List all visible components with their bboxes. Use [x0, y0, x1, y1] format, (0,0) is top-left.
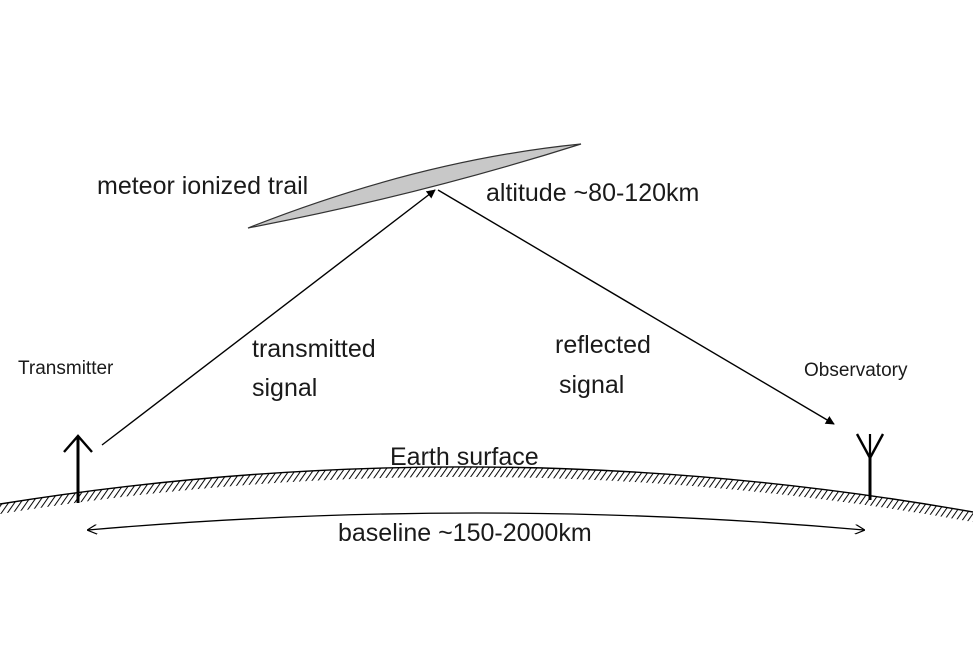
meteor-trail-shape [247, 143, 582, 229]
reflected-label-line1: reflected [555, 331, 651, 359]
transmitted-signal-ray [101, 189, 436, 446]
reflected-label-line2: signal [559, 371, 624, 399]
earth-surface-hatching [0, 466, 973, 522]
transmitter-label: Transmitter [18, 358, 114, 379]
altitude-label: altitude ~80-120km [486, 179, 699, 207]
earth-surface-label: Earth surface [390, 443, 539, 471]
observatory-antenna-icon [855, 433, 885, 500]
trail-label: meteor ionized trail [97, 172, 308, 200]
transmitted-label-line2: signal [252, 374, 317, 402]
baseline-label: baseline ~150-2000km [338, 519, 592, 547]
reflected-signal-ray [437, 189, 835, 425]
baseline-arrow [88, 512, 864, 530]
observatory-label: Observatory [804, 360, 908, 381]
earth-surface-line [0, 466, 973, 513]
transmitted-label-line1: transmitted [252, 335, 376, 363]
transmitter-antenna-icon [63, 434, 93, 503]
